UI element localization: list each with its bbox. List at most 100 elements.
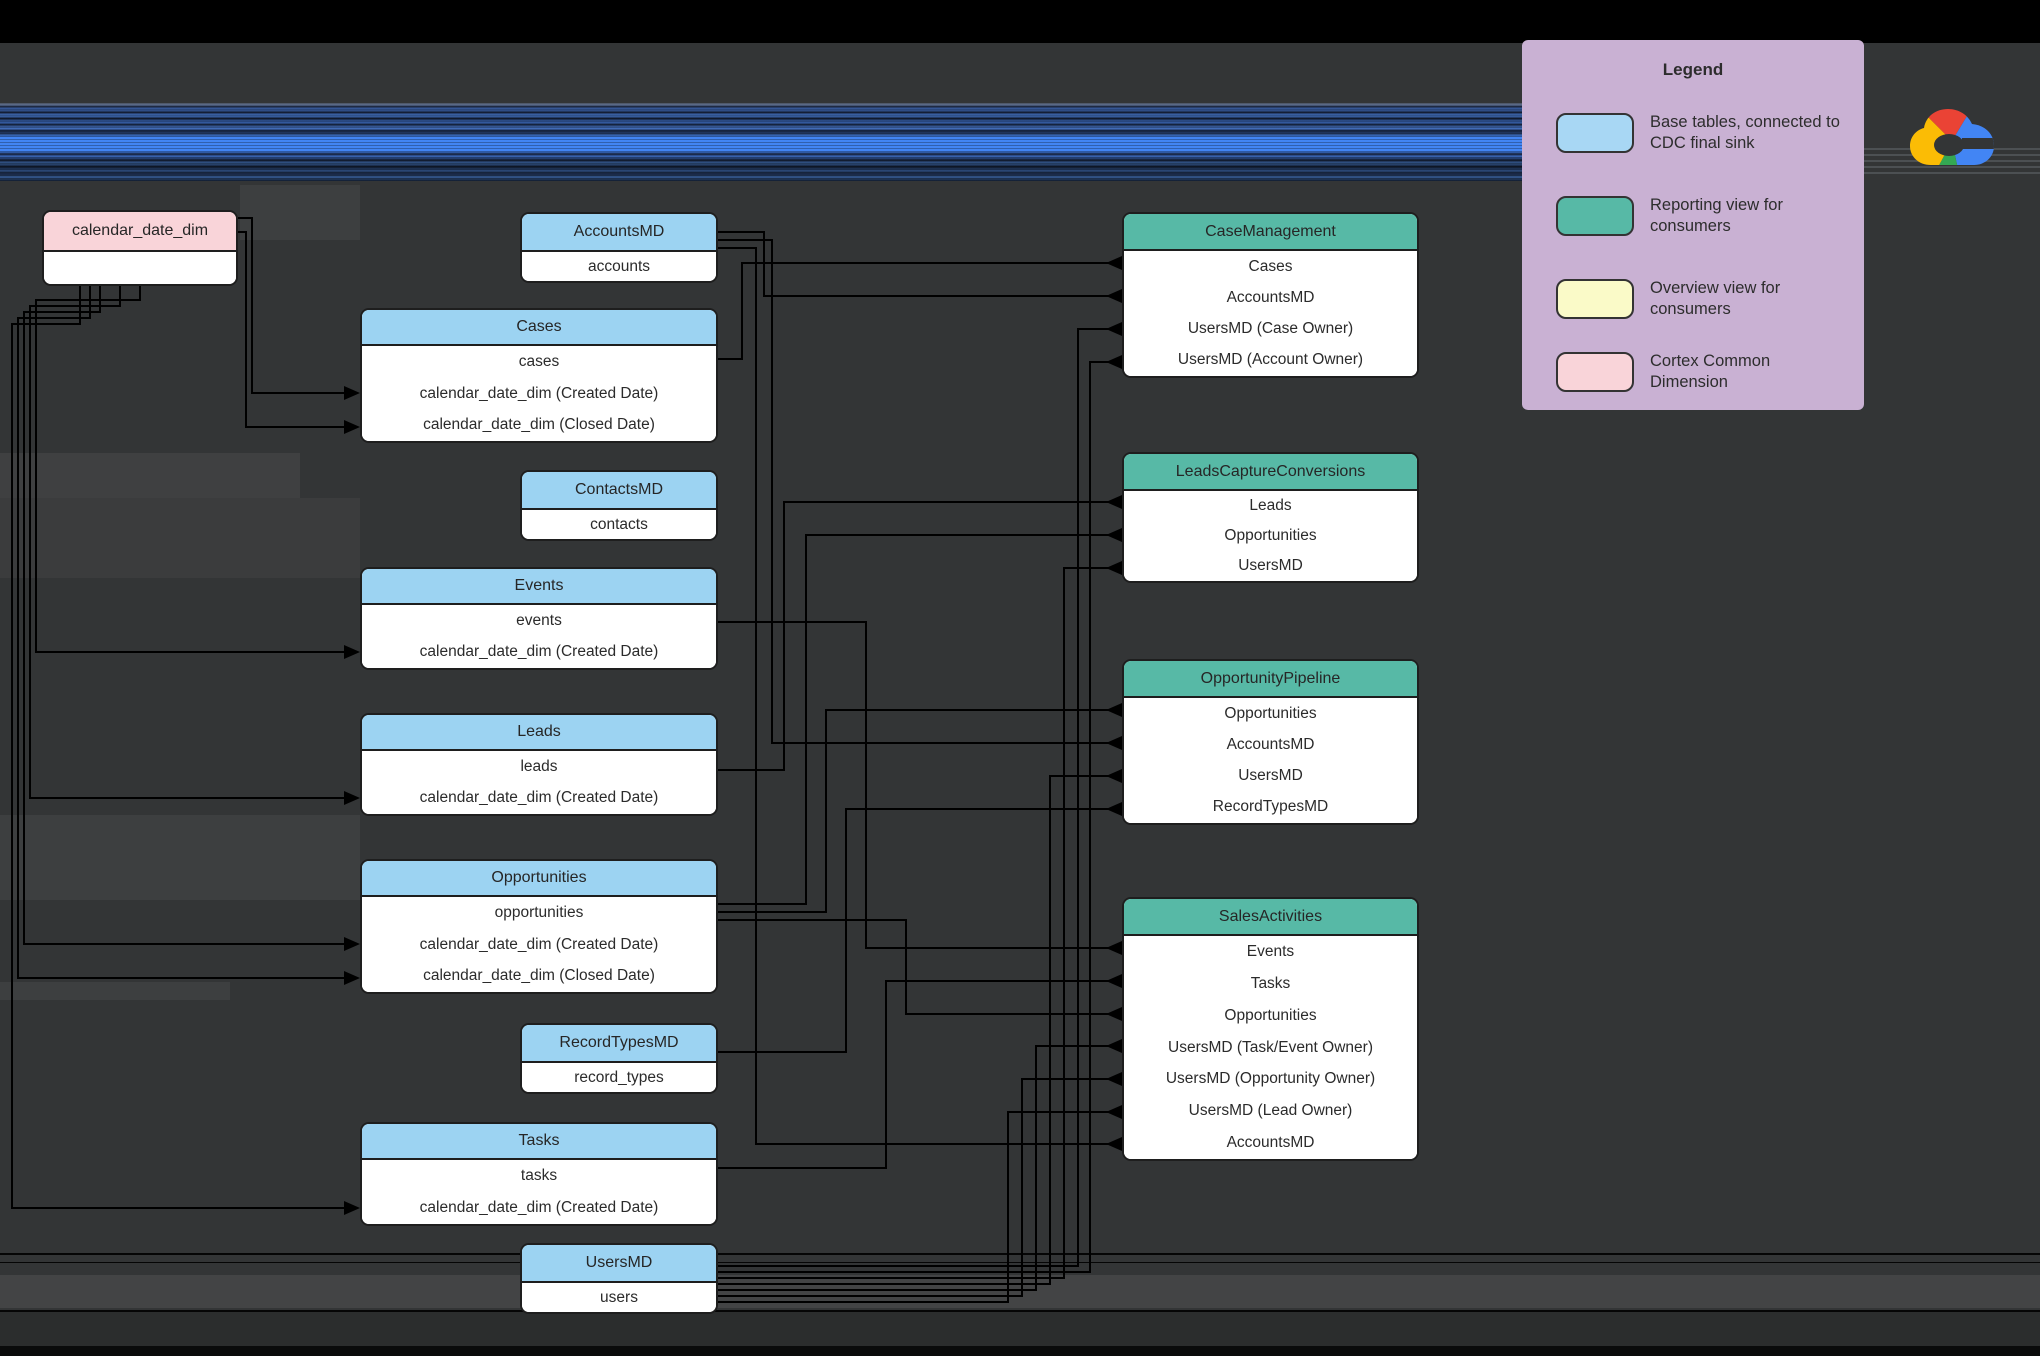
connector-arrowhead	[1106, 941, 1122, 955]
entity-leads[interactable]: Leads leads calendar_date_dim (Created D…	[360, 713, 718, 816]
entity-tasks[interactable]: Tasks tasks calendar_date_dim (Created D…	[360, 1122, 718, 1226]
connector-arrowhead	[1106, 322, 1122, 336]
blue-stripe-band	[0, 103, 1522, 181]
connector-arrowhead	[1106, 974, 1122, 988]
entity-body: opportunities calendar_date_dim (Created…	[362, 897, 716, 992]
entity-row: calendar_date_dim (Created Date)	[419, 384, 659, 402]
entity-row: AccountsMD	[1226, 735, 1315, 753]
bottom-dark-band	[0, 1312, 2040, 1346]
connector-line	[35, 286, 344, 653]
legend-label: Overview view for consumers	[1650, 278, 1781, 318]
entity-row: AccountsMD	[1226, 1134, 1315, 1152]
gray-artifact-band	[0, 982, 230, 1000]
entity-contactsmd[interactable]: ContactsMD contacts	[520, 470, 718, 541]
entity-row: UsersMD	[1238, 557, 1303, 574]
connector-arrowhead	[1106, 736, 1122, 750]
entity-row: cases	[518, 352, 560, 370]
connector-arrowhead	[1106, 561, 1122, 575]
entity-body: Events Tasks Opportunities UsersMD (Task…	[1124, 936, 1417, 1159]
entity-row: contacts	[590, 515, 648, 533]
connector-line	[29, 286, 344, 799]
top-black-bar	[0, 0, 2040, 43]
entity-header: LeadsCaptureConversions	[1124, 454, 1417, 491]
entity-body: Leads Opportunities UsersMD	[1124, 491, 1417, 581]
connector-line	[718, 1111, 1122, 1303]
entity-row: tasks	[520, 1167, 558, 1184]
legend-swatch-cortex-dimension	[1556, 352, 1634, 392]
entity-opportunitypipeline[interactable]: OpportunityPipeline Opportunities Accoun…	[1122, 659, 1419, 825]
entity-row: Opportunities	[1224, 1006, 1317, 1024]
connector-line	[718, 239, 1122, 744]
entity-usersmd[interactable]: UsersMD users	[520, 1243, 718, 1314]
entity-body: tasks calendar_date_dim (Created Date)	[362, 1160, 716, 1224]
connector-line	[718, 1078, 1122, 1297]
connector-line	[238, 231, 344, 428]
entity-row: UsersMD (Lead Owner)	[1188, 1102, 1353, 1120]
entity-row: UsersMD	[1238, 767, 1303, 785]
entity-header: Opportunities	[362, 861, 716, 897]
entity-header: ContactsMD	[522, 472, 716, 510]
legend-swatch-reporting-view	[1556, 196, 1634, 236]
entity-row: Opportunities	[1224, 704, 1317, 722]
connector-arrowhead	[1106, 528, 1122, 542]
entity-header: RecordTypesMD	[522, 1025, 716, 1063]
connector-arrowhead	[1106, 256, 1122, 270]
connector-line	[718, 808, 1122, 1053]
entity-row: calendar_date_dim (Created Date)	[419, 789, 659, 807]
entity-row: RecordTypesMD	[1212, 798, 1329, 816]
connector-arrowhead	[1106, 1105, 1122, 1119]
entity-salesactivities[interactable]: SalesActivities Events Tasks Opportuniti…	[1122, 897, 1419, 1161]
connector-line	[11, 286, 344, 1209]
entity-row: calendar_date_dim (Created Date)	[419, 1199, 659, 1216]
entity-calendar-date-dim[interactable]: calendar_date_dim	[42, 210, 238, 286]
entity-body: contacts	[522, 510, 716, 539]
connector-arrowhead	[344, 645, 360, 659]
connector-arrowhead	[1106, 1039, 1122, 1053]
entity-header: Cases	[362, 310, 716, 346]
entity-opportunities[interactable]: Opportunities opportunities calendar_dat…	[360, 859, 718, 994]
gray-artifact-band	[0, 498, 360, 578]
entity-header: Leads	[362, 715, 716, 751]
entity-header: AccountsMD	[522, 214, 716, 252]
connector-line	[718, 361, 1122, 1273]
connector-line	[718, 231, 1122, 297]
gray-artifact-band	[0, 815, 360, 900]
entity-recordtypesmd[interactable]: RecordTypesMD record_types	[520, 1023, 718, 1094]
connector-line	[718, 567, 1122, 1279]
connector-line	[17, 286, 344, 979]
entity-casemanagement[interactable]: CaseManagement Cases AccountsMD UsersMD …	[1122, 212, 1419, 378]
legend-label: Reporting view for consumers	[1650, 195, 1783, 235]
connector-arrowhead	[344, 1201, 360, 1215]
hairline	[0, 1253, 2040, 1255]
entity-body: leads calendar_date_dim (Created Date)	[362, 751, 716, 814]
legend-swatch-overview-view	[1556, 279, 1634, 319]
entity-row: leads	[520, 757, 558, 775]
entity-events[interactable]: Events events calendar_date_dim (Created…	[360, 567, 718, 670]
gray-artifact-band	[0, 453, 300, 498]
entity-header: Events	[362, 569, 716, 605]
connector-arrowhead	[1106, 1072, 1122, 1086]
legend-title: Legend	[1662, 60, 1724, 79]
connector-arrowhead	[1106, 495, 1122, 509]
connector-arrowhead	[344, 937, 360, 951]
entity-row: Cases	[1248, 257, 1293, 275]
connector-line	[718, 247, 1122, 1145]
entity-row: calendar_date_dim (Closed Date)	[423, 967, 655, 985]
hairline	[0, 1310, 2040, 1312]
entity-cases[interactable]: Cases cases calendar_date_dim (Created D…	[360, 308, 718, 443]
entity-row: calendar_date_dim (Closed Date)	[423, 416, 655, 434]
connector-arrowhead	[344, 791, 360, 805]
entity-body: record_types	[522, 1063, 716, 1092]
legend-label: Base tables, connected to CDC final sink	[1650, 112, 1840, 152]
entity-row: events	[516, 611, 562, 629]
hairline	[0, 1262, 2040, 1263]
entity-body: Cases AccountsMD UsersMD (Case Owner) Us…	[1124, 251, 1417, 376]
entity-accountsmd[interactable]: AccountsMD accounts	[520, 212, 718, 283]
connector-line	[718, 980, 1122, 1169]
entity-row: opportunities	[494, 903, 584, 921]
entity-leadscaptureconversions[interactable]: LeadsCaptureConversions Leads Opportunit…	[1122, 452, 1419, 583]
connector-line	[718, 621, 1122, 949]
gray-artifact-band	[0, 1275, 2040, 1308]
entity-body: users	[522, 1283, 716, 1312]
